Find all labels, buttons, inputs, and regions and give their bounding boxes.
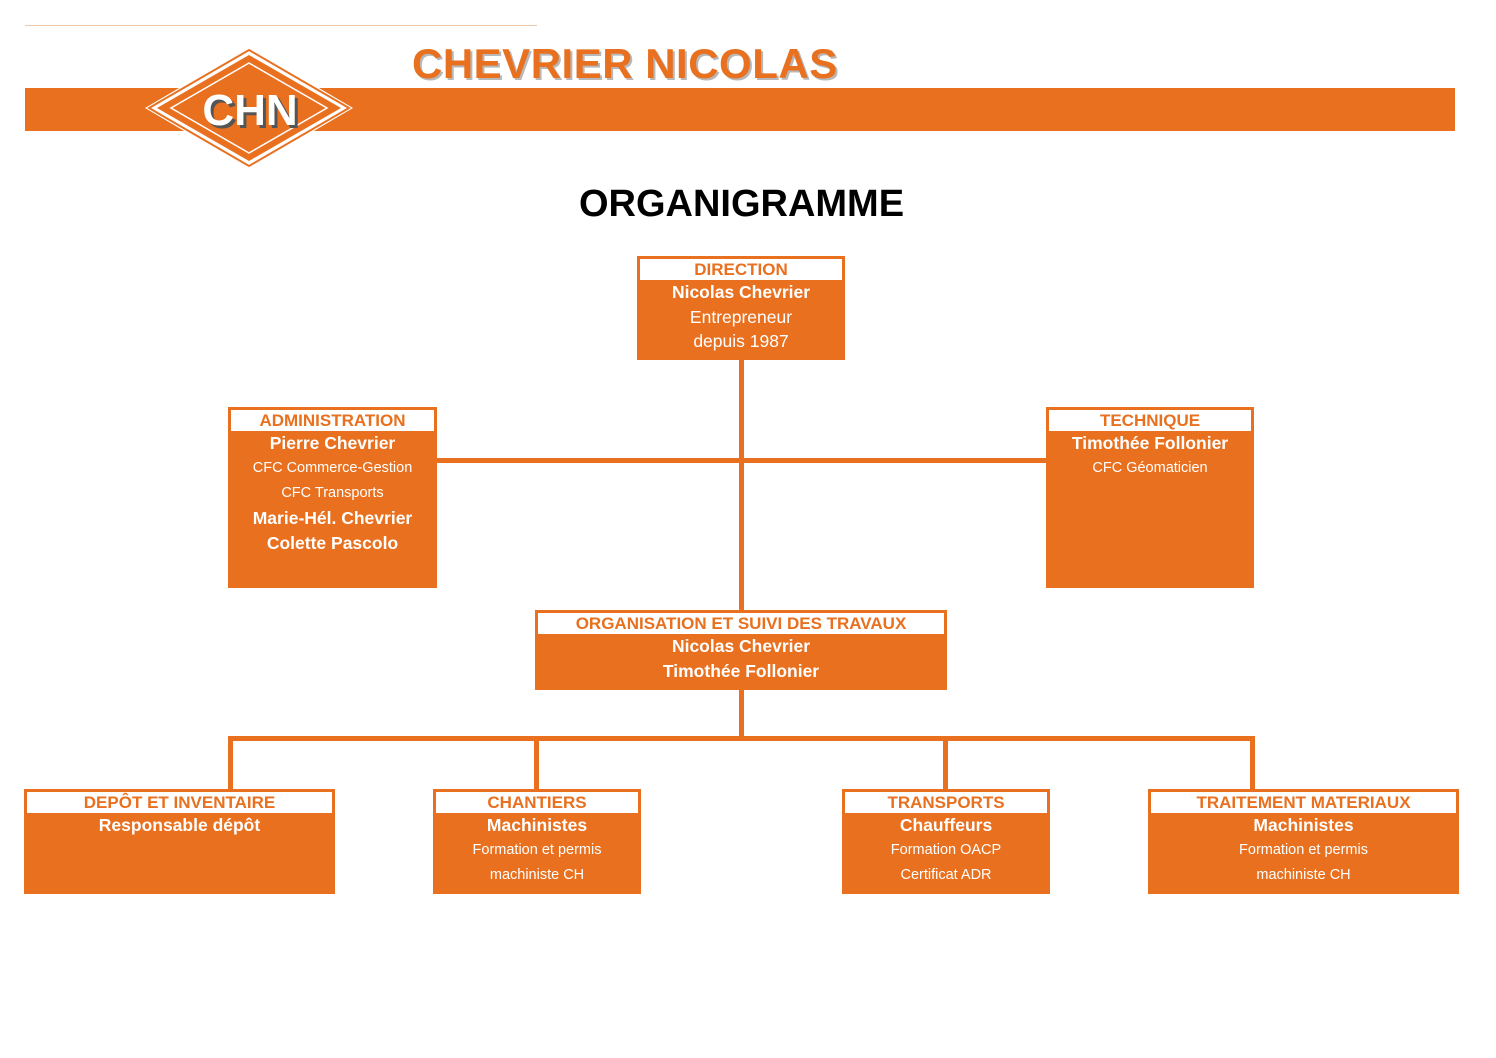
org-box-title: ORGANISATION ET SUIVI DES TRAVAUX	[538, 613, 944, 634]
org-box-title: TRAITEMENT MATERIAUX	[1151, 792, 1456, 813]
qualification-text: machiniste CH	[1256, 867, 1351, 883]
role-name: Machinistes	[1253, 815, 1354, 835]
person-name: Timothée Follonier	[1071, 433, 1229, 453]
role-name: Machinistes	[486, 815, 588, 835]
role-name: Chauffeurs	[899, 815, 993, 835]
org-box-title: DEPÔT ET INVENTAIRE	[27, 792, 332, 813]
org-box-title: DIRECTION	[640, 259, 842, 280]
person-name: Timothée Follonier	[662, 661, 820, 681]
org-box-direction: DIRECTION Nicolas Chevrier Entrepreneur …	[637, 256, 845, 360]
org-box-title: ADMINISTRATION	[231, 410, 434, 431]
qualification-text: CFC Commerce-Gestion	[252, 460, 413, 476]
person-name: Pierre Chevrier	[269, 433, 396, 453]
role-text: depuis 1987	[693, 331, 789, 351]
org-box-title: CHANTIERS	[436, 792, 638, 813]
document-title: ORGANIGRAMME	[578, 183, 905, 225]
connector-main-vertical	[739, 358, 744, 614]
person-name: Nicolas Chevrier	[671, 282, 811, 302]
org-box-chantiers: CHANTIERS Machinistes Formation et permi…	[433, 789, 641, 894]
org-box-transports: TRANSPORTS Chauffeurs Formation OACP Cer…	[842, 789, 1050, 894]
qualification-text: Formation et permis	[472, 842, 602, 858]
qualification-text: Formation OACP	[890, 842, 1002, 858]
person-name: Marie-Hél. Chevrier	[252, 508, 413, 528]
logo-text: CHN	[202, 86, 297, 135]
connector-drop-traitement	[1250, 736, 1255, 792]
qualification-text: Formation et permis	[1239, 842, 1368, 858]
connector-top-horizontal	[435, 458, 1049, 463]
org-box-depot: DEPÔT ET INVENTAIRE Responsable dépôt	[24, 789, 335, 894]
org-box-administration: ADMINISTRATION Pierre Chevrier CFC Comme…	[228, 407, 437, 588]
logo-text-shadow: CHN	[205, 89, 300, 138]
role-name: Responsable dépôt	[98, 815, 261, 835]
connector-lower-vertical	[739, 689, 744, 741]
qualification-text: Certificat ADR	[900, 867, 992, 883]
org-box-technique: TECHNIQUE Timothée Follonier CFC Géomati…	[1046, 407, 1254, 588]
qualification-text: CFC Géomaticien	[1092, 460, 1208, 476]
qualification-text: CFC Transports	[281, 485, 384, 501]
connector-drop-transports	[943, 736, 948, 792]
org-box-organisation: ORGANISATION ET SUIVI DES TRAVAUX Nicola…	[535, 610, 947, 690]
top-rule	[25, 25, 537, 26]
connector-drop-chantiers	[534, 736, 539, 792]
person-name: Nicolas Chevrier	[671, 636, 811, 656]
role-text: Entrepreneur	[689, 307, 793, 327]
org-box-title: TECHNIQUE	[1049, 410, 1251, 431]
qualification-text: machiniste CH	[489, 867, 585, 883]
person-name: Colette Pascolo	[266, 533, 399, 553]
connector-bottom-horizontal	[228, 736, 1255, 741]
org-box-traitement: TRAITEMENT MATERIAUX Machinistes Formati…	[1148, 789, 1459, 894]
connector-drop-depot	[228, 736, 233, 792]
company-name: CHEVRIER NICOLAS	[412, 40, 838, 87]
company-logo: CHN CHN	[145, 47, 353, 169]
org-box-title: TRANSPORTS	[845, 792, 1047, 813]
